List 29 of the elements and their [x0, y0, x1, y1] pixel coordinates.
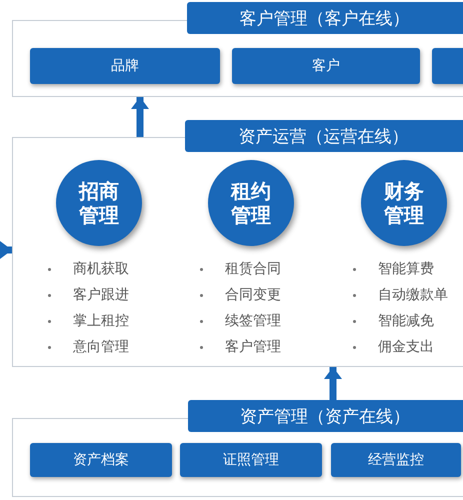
- feature-item: 智能减免: [378, 312, 434, 330]
- feature-item: 商机获取: [73, 260, 129, 278]
- feature-item: 掌上租控: [73, 312, 129, 330]
- feature-item: 智能算费: [378, 260, 434, 278]
- feature-item: 续签管理: [225, 312, 281, 330]
- feature-box: 证照管理: [180, 443, 322, 477]
- arrow: [131, 97, 149, 137]
- feature-item: 自动缴款单: [378, 286, 448, 304]
- feature-box: 品牌: [30, 48, 220, 84]
- feature-item: 客户跟进: [73, 286, 129, 304]
- section-heading: 客户管理（客户在线）: [187, 2, 463, 34]
- section-heading: 资产运营（运营在线）: [185, 120, 463, 152]
- feature-box: 客户: [232, 48, 420, 84]
- module-circle: [56, 160, 142, 246]
- feature-item: 佣金支出: [378, 338, 434, 356]
- feature-box: 经营监控: [331, 443, 461, 477]
- arrow: [324, 367, 342, 400]
- feature-item: 意向管理: [73, 338, 129, 356]
- module-circle: [208, 160, 294, 246]
- feature-item: 客户管理: [225, 338, 281, 356]
- feature-item: 租赁合同: [225, 260, 281, 278]
- arrow: [0, 241, 12, 259]
- module-title: 招商管理: [78, 179, 120, 227]
- module-title: 租约管理: [230, 179, 272, 227]
- module-circle: [361, 160, 447, 246]
- module-title: 财务管理: [384, 179, 424, 227]
- section-heading: 资产管理（资产在线）: [188, 400, 463, 432]
- feature-item: 合同变更: [225, 286, 281, 304]
- feature-box: 资产档案: [30, 443, 172, 477]
